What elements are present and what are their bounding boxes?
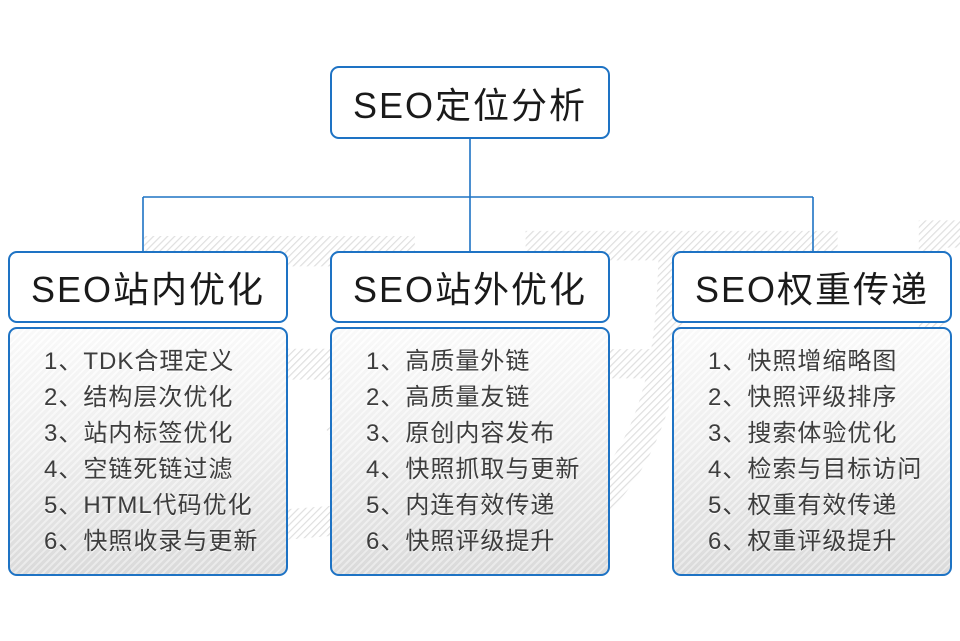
column-onsite-body: 1、TDK合理定义 2、结构层次优化 3、站内标签优化 4、空链死链过滤 5、H… bbox=[8, 327, 288, 576]
column-onsite-header: SEO站内优化 bbox=[8, 251, 288, 323]
list-item: 2、结构层次优化 bbox=[44, 384, 234, 411]
column-offsite-header: SEO站外优化 bbox=[330, 251, 610, 323]
list-item: 3、搜索体验优化 bbox=[708, 420, 898, 447]
list-item: 4、空链死链过滤 bbox=[44, 456, 234, 483]
list-item: 2、快照评级排序 bbox=[708, 384, 898, 411]
list-item: 1、高质量外链 bbox=[366, 348, 531, 375]
list-item: 5、内连有效传递 bbox=[366, 492, 556, 519]
list-item: 6、快照收录与更新 bbox=[44, 528, 259, 555]
list-item: 4、快照抓取与更新 bbox=[366, 456, 581, 483]
column-onsite-title: SEO站内优化 bbox=[30, 269, 266, 310]
list-item: 5、HTML代码优化 bbox=[44, 492, 253, 519]
list-item: 2、高质量友链 bbox=[366, 384, 531, 411]
root-node: SEO定位分析 bbox=[330, 66, 610, 139]
column-weight-body: 1、快照增缩略图 2、快照评级排序 3、搜索体验优化 4、检索与目标访问 5、权… bbox=[672, 327, 952, 576]
column-onsite-list: 1、TDK合理定义 2、结构层次优化 3、站内标签优化 4、空链死链过滤 5、H… bbox=[10, 329, 286, 560]
list-item: 5、权重有效传递 bbox=[708, 492, 898, 519]
list-item: 1、快照增缩略图 bbox=[708, 348, 898, 375]
column-weight-title: SEO权重传递 bbox=[694, 269, 930, 310]
column-weight-list: 1、快照增缩略图 2、快照评级排序 3、搜索体验优化 4、检索与目标访问 5、权… bbox=[674, 329, 950, 560]
list-item: 6、权重评级提升 bbox=[708, 528, 898, 555]
list-item: 1、TDK合理定义 bbox=[44, 348, 235, 375]
column-offsite-body: 1、高质量外链 2、高质量友链 3、原创内容发布 4、快照抓取与更新 5、内连有… bbox=[330, 327, 610, 576]
list-item: 4、检索与目标访问 bbox=[708, 456, 923, 483]
column-offsite-title: SEO站外优化 bbox=[352, 269, 588, 310]
root-title: SEO定位分析 bbox=[352, 84, 588, 126]
list-item: 3、原创内容发布 bbox=[366, 420, 556, 447]
list-item: 3、站内标签优化 bbox=[44, 420, 234, 447]
column-offsite-list: 1、高质量外链 2、高质量友链 3、原创内容发布 4、快照抓取与更新 5、内连有… bbox=[332, 329, 608, 560]
list-item: 6、快照评级提升 bbox=[366, 528, 556, 555]
column-weight-header: SEO权重传递 bbox=[672, 251, 952, 323]
